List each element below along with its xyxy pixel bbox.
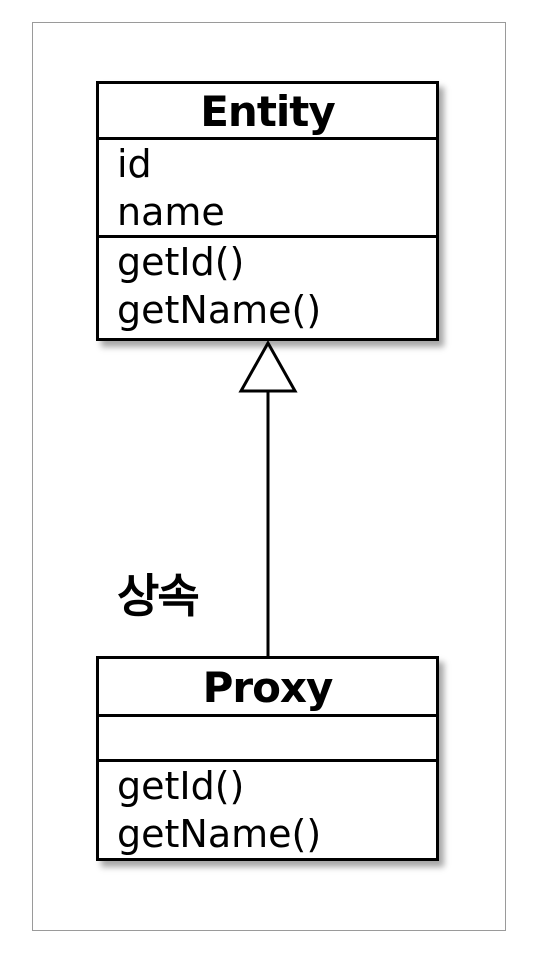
operation-get-name: getName() [117,812,322,856]
attribute-name: name [117,190,225,234]
class-proxy: Proxy getId() getName() [96,656,439,861]
attribute-id: id [117,142,152,186]
operations-section: getId() getName() [99,762,436,858]
operation-get-id: getId() [117,240,245,284]
attributes-section [99,717,436,762]
operations-section: getId() getName() [99,238,436,338]
class-name: Entity [99,84,436,140]
operation-get-id: getId() [117,764,245,808]
inheritance-label: 상속 [117,569,200,623]
class-entity: Entity id name getId() getName() [96,81,439,341]
attributes-section: id name [99,140,436,238]
class-name: Proxy [99,659,436,717]
operation-get-name: getName() [117,288,322,332]
